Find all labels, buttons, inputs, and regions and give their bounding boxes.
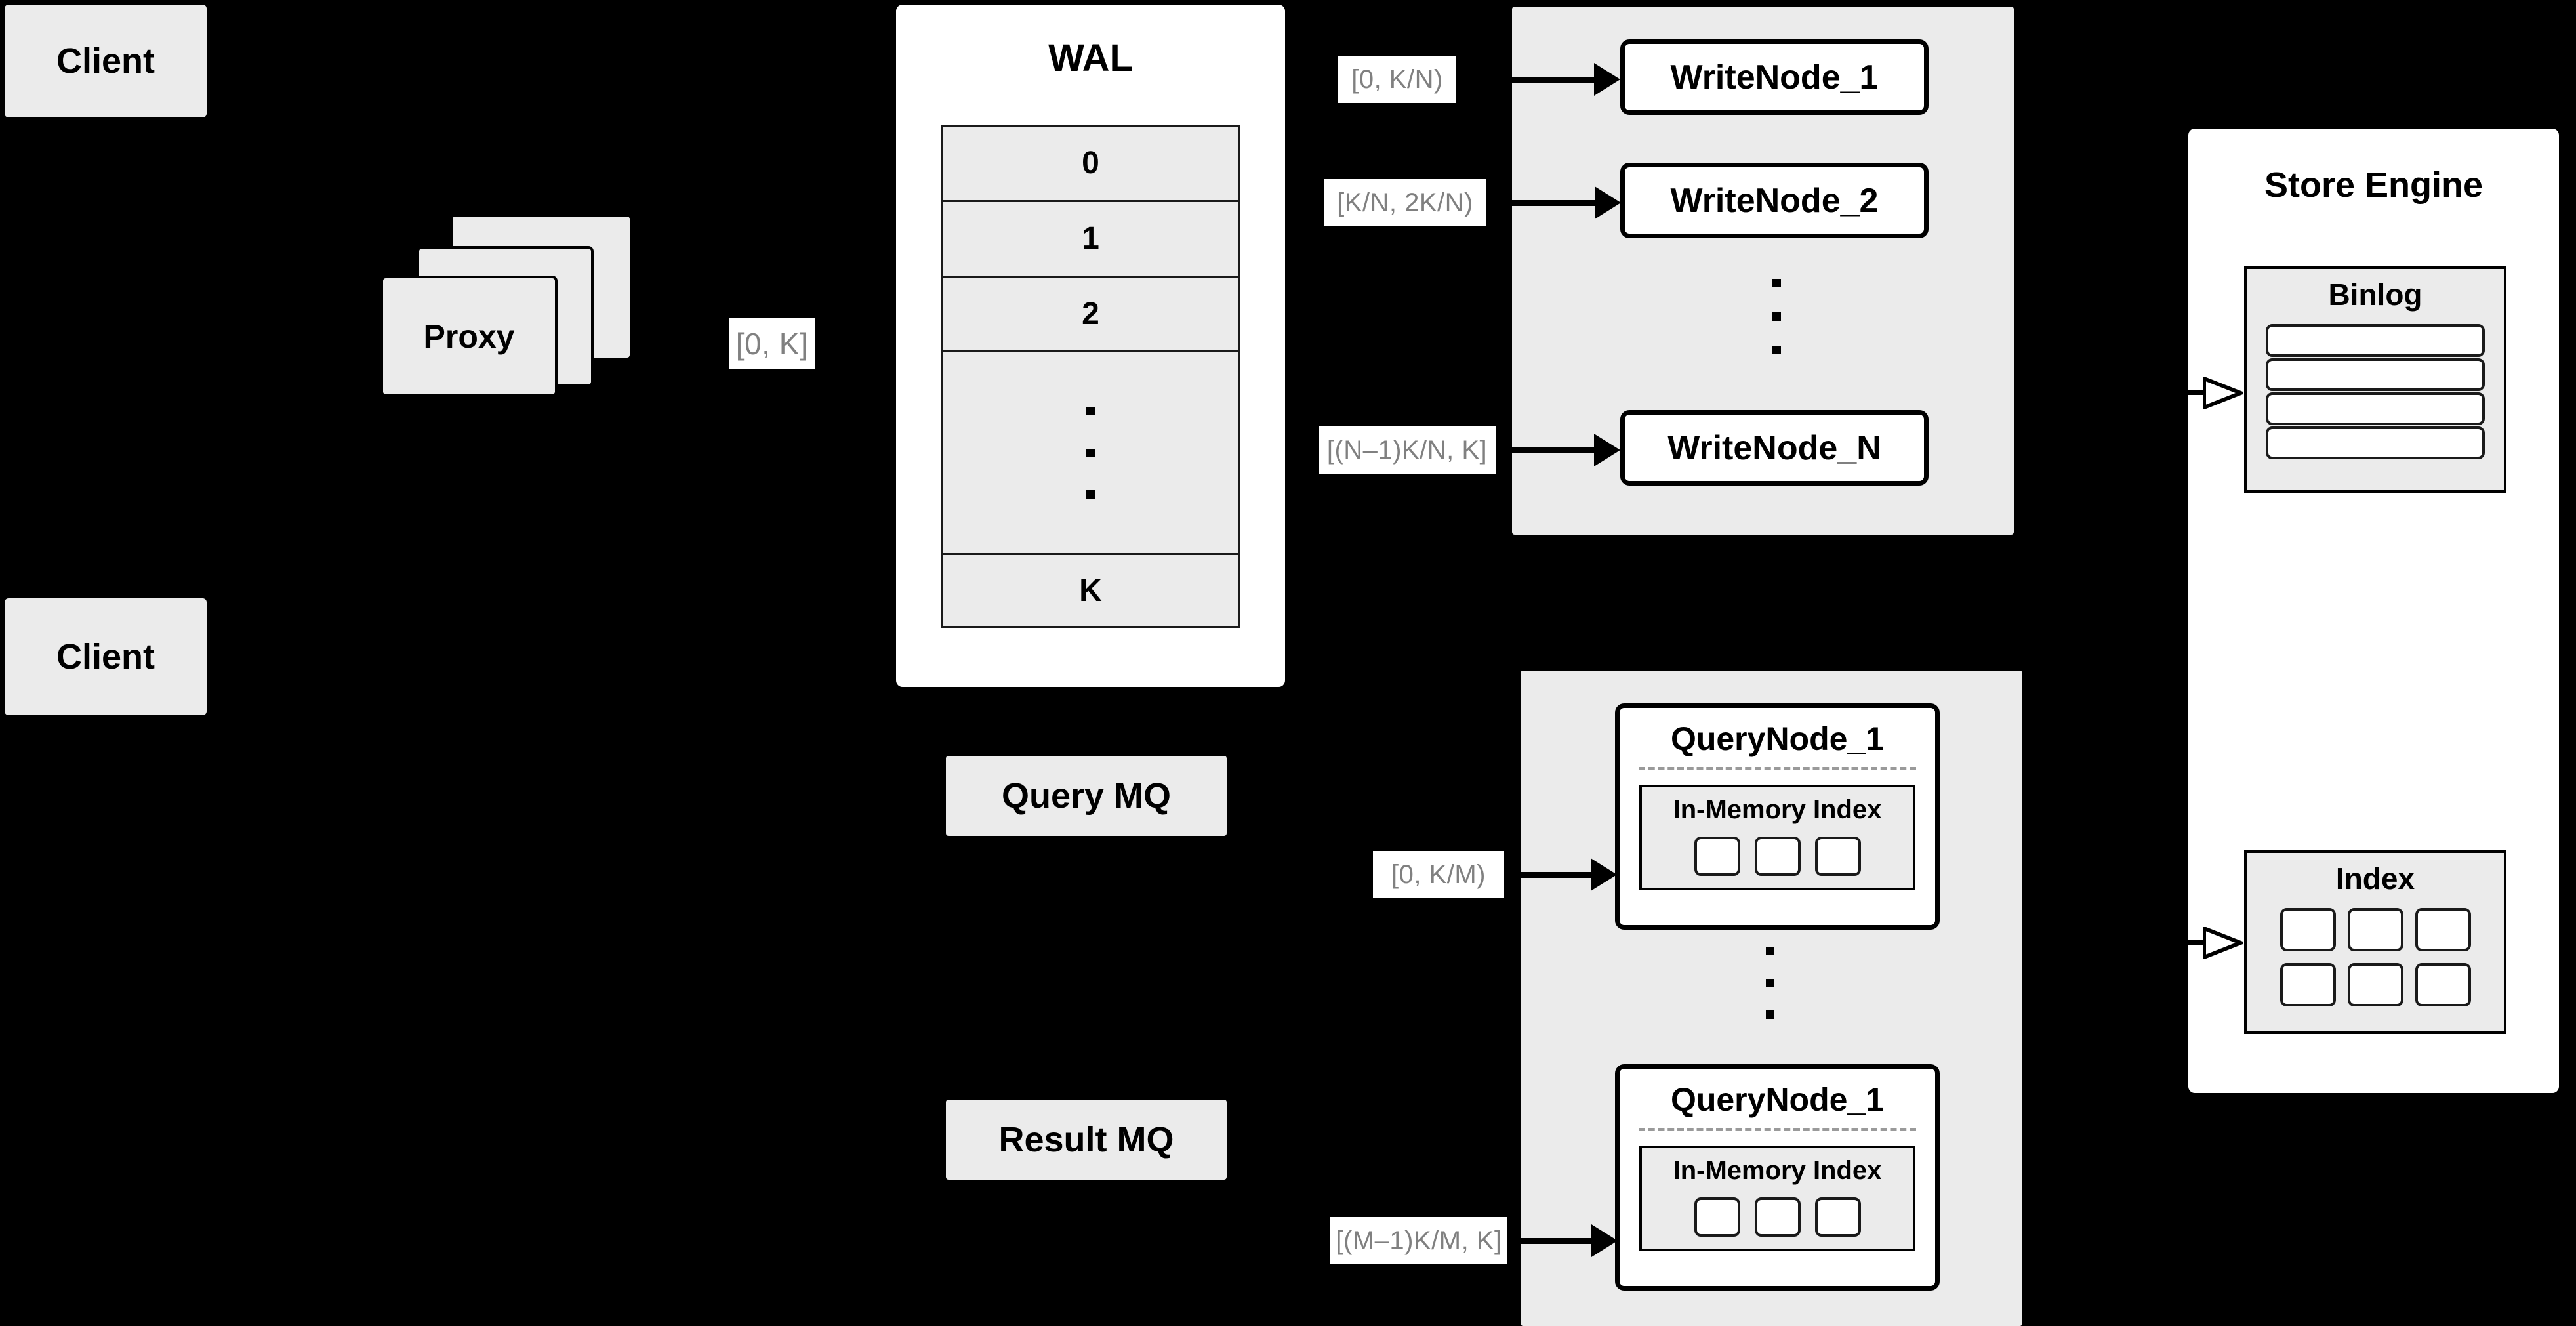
in-memory-index-label: In-Memory Index <box>1673 1156 1882 1185</box>
arrow-head-icon <box>1595 186 1621 219</box>
binlog-row[interactable] <box>2266 358 2485 391</box>
in-memory-index-box-2: In-Memory Index <box>1639 1146 1916 1251</box>
binlog-row[interactable] <box>2266 426 2485 459</box>
binlog-row-list <box>2266 324 2485 459</box>
write-node-2[interactable]: WriteNode_2 <box>1620 163 1929 238</box>
index-cell[interactable] <box>2280 908 2336 951</box>
wal-row[interactable]: 2 <box>941 275 1240 351</box>
proxy-stack[interactable]: Proxy <box>380 217 669 433</box>
proxy-card-front[interactable]: Proxy <box>380 276 558 397</box>
query-node-m-range-label: [(M–1)K/M, K] <box>1330 1217 1507 1264</box>
client-label: Client <box>56 41 155 81</box>
binlog-row[interactable] <box>2266 392 2485 425</box>
wal-row-ellipsis <box>941 350 1240 554</box>
binlog-row[interactable] <box>2266 324 2485 357</box>
arrow-to-index <box>2165 927 2243 959</box>
index-cell[interactable] <box>2280 963 2336 1006</box>
store-engine-panel: Store Engine Binlog Index <box>2188 129 2559 1093</box>
index-segment[interactable] <box>1694 1197 1740 1237</box>
query-node-divider <box>1638 767 1917 770</box>
index-segment[interactable] <box>1694 837 1740 876</box>
write-node-1[interactable]: WriteNode_1 <box>1620 39 1929 115</box>
write-node-n-range-label: [(N–1)K/N, K] <box>1319 426 1496 474</box>
wal-row[interactable]: 0 <box>941 125 1240 200</box>
arrow-head-open-icon <box>2203 377 2243 409</box>
binlog-title: Binlog <box>2328 278 2423 312</box>
arrow-head-open-icon <box>2203 927 2243 959</box>
wal-row[interactable]: 1 <box>941 199 1240 276</box>
index-segment[interactable] <box>1814 837 1861 876</box>
index-segment-row <box>1694 837 1861 876</box>
query-mq-box[interactable]: Query MQ <box>946 756 1227 836</box>
index-cell[interactable] <box>2415 908 2471 951</box>
wal-panel: WAL 0 1 2 K <box>896 5 1285 687</box>
query-node-1[interactable]: QueryNode_1 In-Memory Index <box>1615 703 1940 930</box>
write-cluster-ellipsis-icon <box>1770 279 1783 354</box>
client-box-2[interactable]: Client <box>5 598 207 715</box>
arrow-head-icon <box>1594 63 1620 96</box>
proxy-label: Proxy <box>423 318 515 355</box>
arrow-to-write-node-2 <box>1486 186 1621 219</box>
index-cell[interactable] <box>2347 963 2403 1006</box>
arrow-to-write-node-1 <box>1460 63 1620 96</box>
index-title: Index <box>2335 861 2415 896</box>
store-engine-title: Store Engine <box>2264 165 2484 205</box>
query-node-m-label: QueryNode_1 <box>1670 1081 1885 1118</box>
in-memory-index-box-1: In-Memory Index <box>1639 785 1916 890</box>
arrow-head-icon <box>1594 434 1620 466</box>
client-box-1[interactable]: Client <box>5 5 207 117</box>
query-node-m[interactable]: QueryNode_1 In-Memory Index <box>1615 1064 1940 1291</box>
index-segment[interactable] <box>1814 1197 1861 1237</box>
arrow-to-write-node-n <box>1496 434 1620 466</box>
in-memory-index-label: In-Memory Index <box>1673 795 1882 824</box>
write-node-n[interactable]: WriteNode_N <box>1620 410 1929 486</box>
wal-row-list: 0 1 2 K <box>941 125 1240 629</box>
vertical-ellipsis-icon <box>1086 407 1095 499</box>
arrow-to-binlog <box>2165 377 2243 409</box>
write-node-1-range-label: [0, K/N) <box>1338 56 1456 103</box>
proxy-range-label: [0, K] <box>729 318 815 369</box>
write-node-2-range-label: [K/N, 2K/N) <box>1324 179 1486 226</box>
index-segment[interactable] <box>1754 837 1801 876</box>
arrow-to-query-node-1 <box>1504 858 1617 891</box>
index-box: Index <box>2244 850 2506 1034</box>
index-cell-grid <box>2280 908 2471 1006</box>
query-cluster-ellipsis-icon <box>1763 947 1776 1019</box>
index-cell[interactable] <box>2415 963 2471 1006</box>
query-node-1-range-label: [0, K/M) <box>1373 851 1504 898</box>
arrow-to-query-node-m <box>1507 1224 1618 1257</box>
index-cell[interactable] <box>2347 908 2403 951</box>
query-node-divider <box>1638 1128 1917 1131</box>
binlog-box: Binlog <box>2244 266 2506 493</box>
query-node-1-label: QueryNode_1 <box>1670 720 1885 757</box>
client-label: Client <box>56 637 155 676</box>
index-segment-row <box>1694 1197 1861 1237</box>
result-mq-box[interactable]: Result MQ <box>946 1100 1227 1180</box>
arrow-head-icon <box>1591 1224 1618 1257</box>
wal-title: WAL <box>1048 37 1133 79</box>
wal-row[interactable]: K <box>941 553 1240 629</box>
arrow-head-icon <box>1591 858 1617 891</box>
index-segment[interactable] <box>1754 1197 1801 1237</box>
